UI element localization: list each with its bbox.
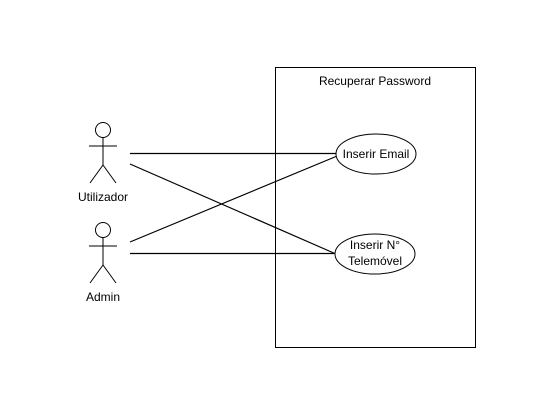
use-case-ellipse[interactable] <box>334 233 416 275</box>
actor-label-admin: Admin <box>86 290 120 304</box>
actor-left-leg <box>89 164 104 184</box>
use-case-ellipse[interactable] <box>335 133 417 175</box>
actor-left-leg <box>89 264 104 284</box>
association-admin-email[interactable] <box>129 153 343 243</box>
use-case-label-line-2: Telemóvel <box>348 254 402 268</box>
actor-admin[interactable] <box>89 222 117 284</box>
actor-head-icon <box>95 222 111 238</box>
actor-utilizador[interactable] <box>89 122 117 184</box>
associations <box>129 152 343 255</box>
actor-right-leg <box>102 264 117 284</box>
use-case-label: Inserir Email <box>343 147 410 161</box>
system-boundary-box[interactable] <box>275 67 476 348</box>
use-case-inserir-email[interactable]: Inserir Email <box>335 133 417 175</box>
actor-label-utilizador: Utilizador <box>78 190 128 204</box>
actor-right-leg <box>102 164 117 184</box>
actor-head-icon <box>95 122 111 138</box>
use-case-label-line-1: Inserir N° <box>350 238 400 252</box>
system-boundary-title: Recuperar Password <box>319 74 431 88</box>
use-case-inserir-telemovel[interactable]: Inserir N° Telemóvel <box>334 233 416 275</box>
system-boundary[interactable]: Recuperar Password <box>275 67 476 348</box>
association-utilizador-telemovel[interactable] <box>129 163 337 255</box>
